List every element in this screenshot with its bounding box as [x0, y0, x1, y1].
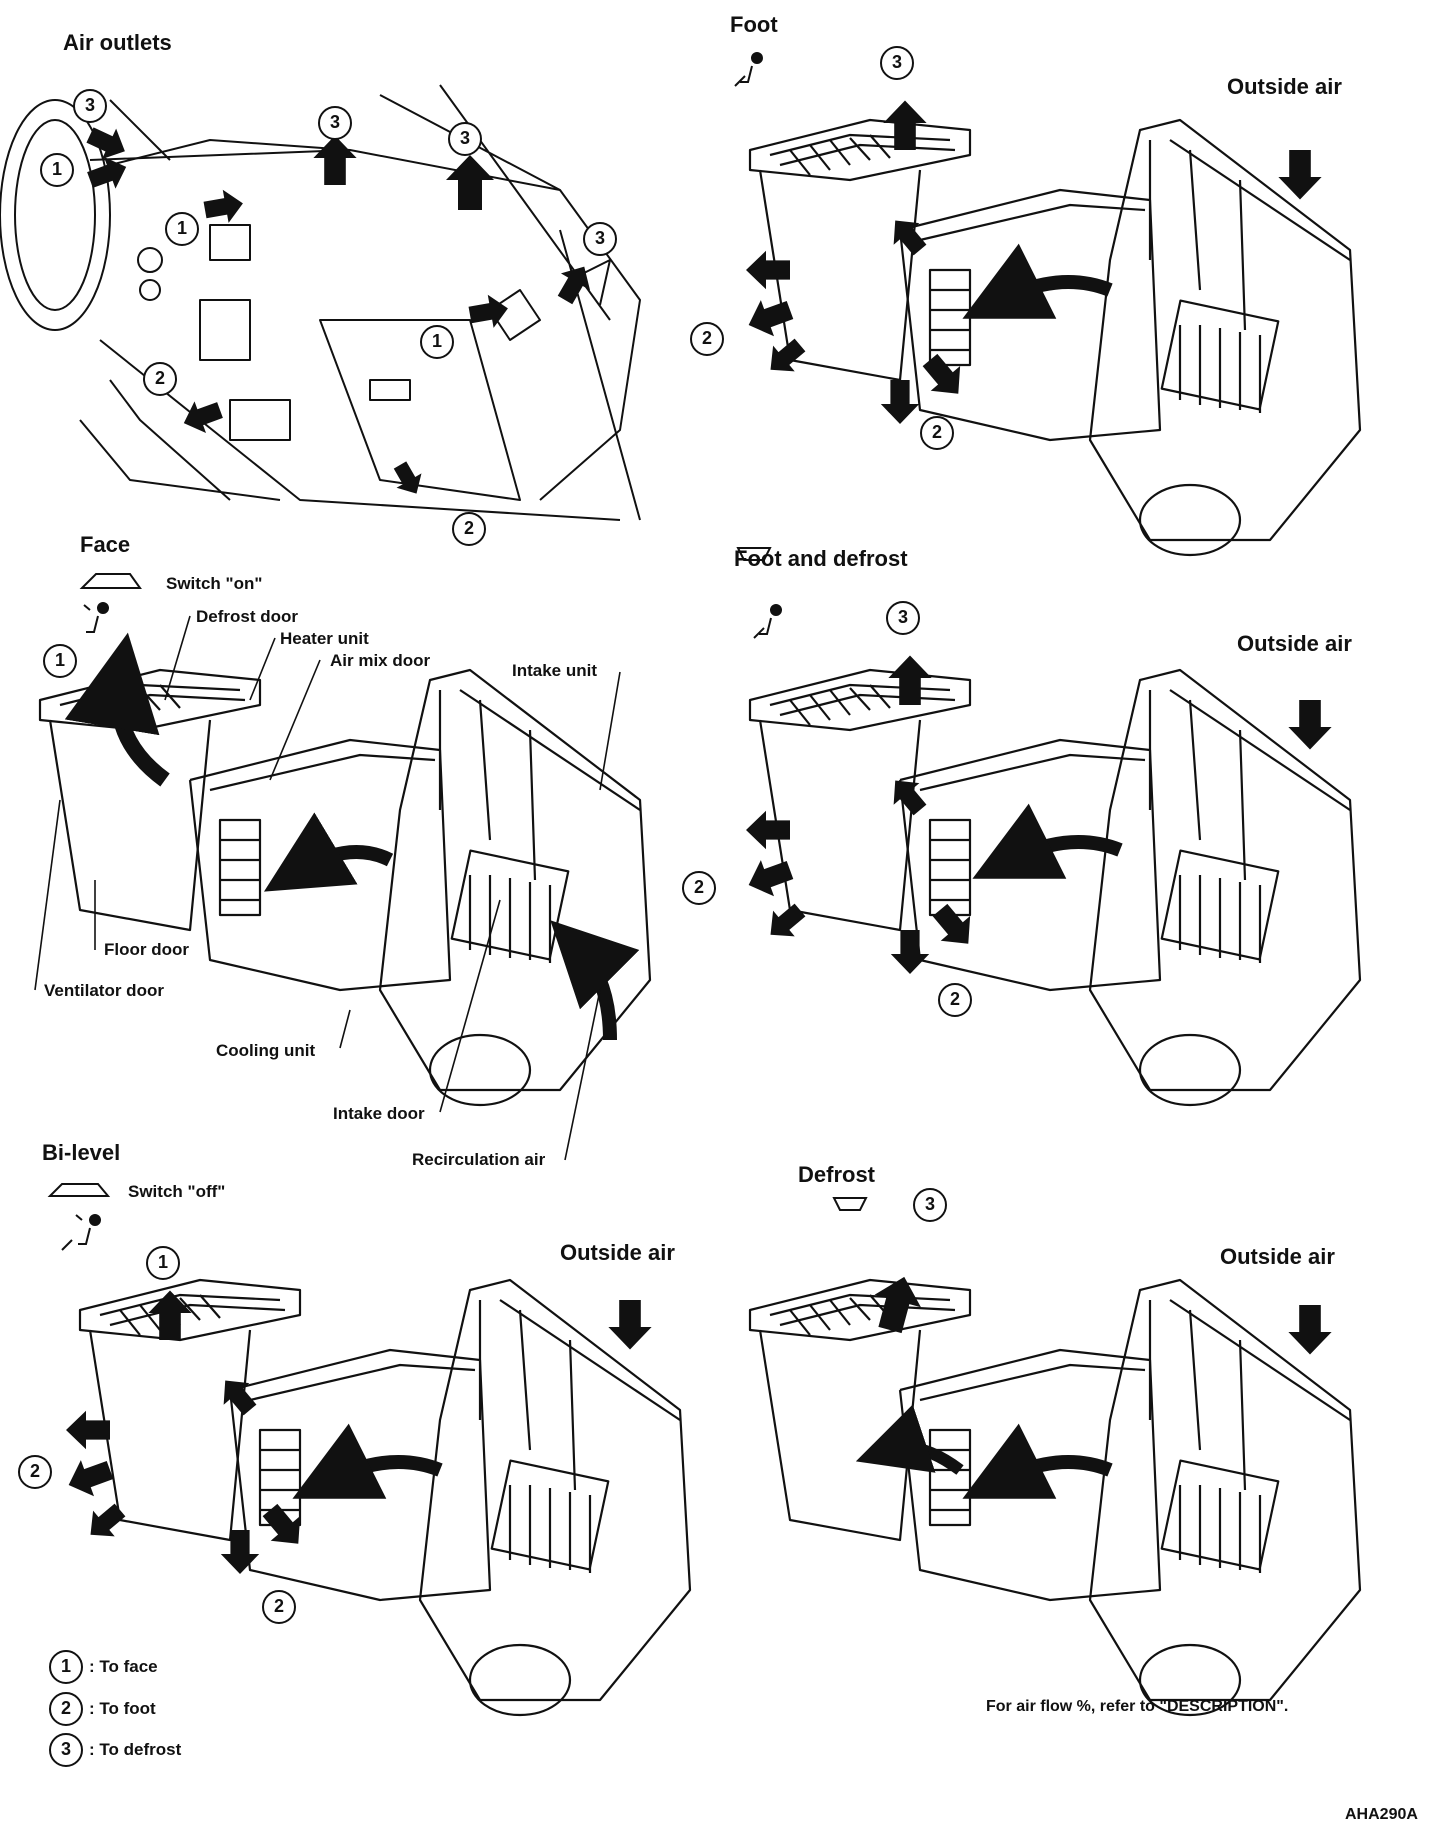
foot-title: Foot	[730, 12, 778, 37]
bi-level-title: Bi-level	[42, 1140, 121, 1165]
callout-2: 2	[18, 1455, 52, 1489]
legend-callout-2: 2	[49, 1692, 83, 1726]
foot-and-defrost-arrows	[742, 655, 1332, 974]
legend-callout-3: 3	[49, 1733, 83, 1767]
intake-unit-label: Intake unit	[512, 661, 598, 680]
bi-level-unit-illustration	[78, 1278, 692, 1717]
heater-unit-label: Heater unit	[280, 629, 369, 648]
callout-2: 2	[143, 362, 177, 396]
bi-level-arrows	[62, 1290, 652, 1574]
callout-1: 1	[43, 644, 77, 678]
legend-text-to-defrost: : To defrost	[89, 1740, 182, 1759]
floor-door-label: Floor door	[104, 940, 189, 959]
foot-arrows	[742, 100, 1322, 424]
legend-callout-1: 1	[49, 1650, 83, 1684]
bi-level-outside-air-label: Outside air	[560, 1240, 675, 1265]
defrost-arrows	[855, 1270, 1332, 1499]
defrost-unit-illustration	[748, 1278, 1362, 1717]
figure-code: AHA290A	[1345, 1806, 1418, 1823]
callout-3: 3	[448, 122, 482, 156]
legend-item-to-foot: 2 : To foot	[49, 1692, 156, 1726]
callout-1: 1	[146, 1246, 180, 1280]
foot-outside-air-label: Outside air	[1227, 74, 1342, 99]
callout-2: 2	[938, 983, 972, 1017]
callout-3: 3	[913, 1188, 947, 1222]
callout-3: 3	[886, 601, 920, 635]
legend-text-to-face: : To face	[89, 1657, 158, 1676]
dashboard-arrows	[82, 119, 599, 501]
callout-1: 1	[165, 212, 199, 246]
bi-level-switch-label: Switch "off"	[128, 1182, 226, 1201]
air-outlets-title: Air outlets	[63, 30, 172, 55]
callout-1: 1	[40, 153, 74, 187]
face-switch-label: Switch "on"	[166, 574, 263, 593]
ventilator-door-label: Ventilator door	[44, 981, 164, 1000]
foot-and-defrost-title: Foot and defrost	[734, 546, 908, 571]
legend-text-to-foot: : To foot	[89, 1699, 156, 1718]
recirculation-air-label: Recirculation air	[412, 1150, 546, 1169]
foot-and-defrost-unit-illustration	[748, 668, 1362, 1107]
legend-item-to-defrost: 3 : To defrost	[49, 1733, 181, 1767]
callout-2: 2	[690, 322, 724, 356]
callout-3: 3	[880, 46, 914, 80]
mode-icons	[47, 52, 868, 1251]
intake-door-label: Intake door	[333, 1104, 425, 1123]
defrost-outside-air-label: Outside air	[1220, 1244, 1335, 1269]
defrost-title: Defrost	[798, 1162, 876, 1187]
callout-1: 1	[420, 325, 454, 359]
foot-unit-illustration	[748, 118, 1362, 557]
defrost-door-label: Defrost door	[196, 607, 298, 626]
face-title: Face	[80, 532, 131, 557]
dashboard-illustration	[0, 84, 641, 521]
callout-3: 3	[583, 222, 617, 256]
callout-2: 2	[262, 1590, 296, 1624]
airflow-note: For air flow %, refer to "DESCRIPTION".	[986, 1698, 1289, 1715]
face-leader-lines	[34, 615, 621, 1161]
callout-2: 2	[682, 871, 716, 905]
callout-3: 3	[318, 106, 352, 140]
callout-2: 2	[452, 512, 486, 546]
foot-and-defrost-outside-air-label: Outside air	[1237, 631, 1352, 656]
air-mix-door-label: Air mix door	[330, 651, 431, 670]
cooling-unit-label: Cooling unit	[216, 1041, 316, 1060]
callout-2: 2	[920, 416, 954, 450]
legend-item-to-face: 1 : To face	[49, 1650, 158, 1684]
callout-3: 3	[73, 89, 107, 123]
face-arrows	[64, 632, 640, 1041]
